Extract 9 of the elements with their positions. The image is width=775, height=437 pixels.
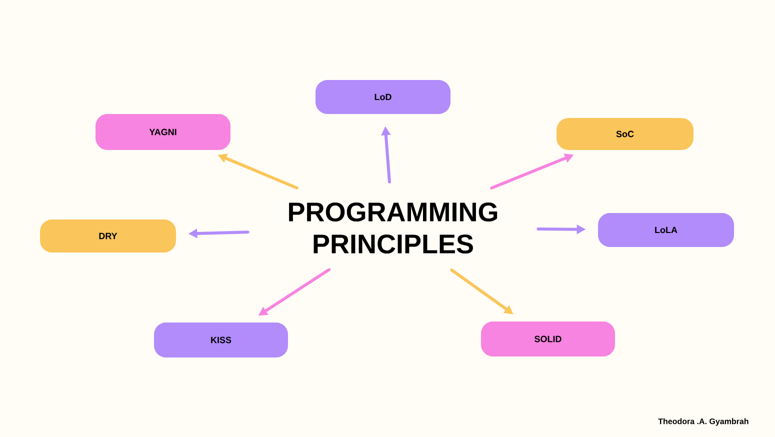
principle-box: DRY [40, 220, 176, 252]
author-name: Theodora .A. Gyambrah [658, 418, 748, 426]
principle-box: SoC [556, 118, 694, 150]
principle-box: LoLA [598, 213, 734, 247]
principle-box: YAGNI [96, 114, 230, 150]
principle-box: SOLID [481, 322, 615, 356]
principle-box: KISS [154, 322, 288, 358]
title-text: PROGRAMMING PRINCIPLES [289, 202, 498, 254]
principle-box: LoD [316, 80, 450, 114]
